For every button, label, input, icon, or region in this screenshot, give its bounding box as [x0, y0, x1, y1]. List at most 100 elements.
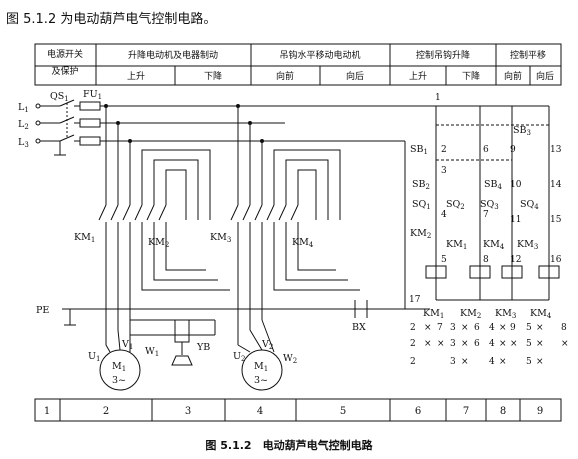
- label-pe: PE: [36, 305, 49, 316]
- node-17: 17: [409, 295, 421, 305]
- header-trolley-fwd: 向前: [276, 70, 294, 82]
- label-fu1: FU1: [83, 89, 102, 101]
- label-v1: V1: [121, 339, 133, 351]
- svg-text:3: 3: [450, 357, 456, 367]
- svg-text:×: ×: [561, 339, 569, 349]
- node-16: 16: [550, 255, 562, 265]
- header-trolley: 吊钩水平移动电动机: [279, 49, 360, 61]
- node-11: 11: [510, 215, 521, 225]
- label-ckm4: KM4: [483, 239, 505, 251]
- label-l2: L2: [18, 119, 29, 131]
- node-12: 12: [510, 255, 521, 265]
- header-power-1: 电源开关: [47, 48, 83, 60]
- svg-text:2: 2: [410, 323, 416, 333]
- label-km2: KM2: [148, 237, 169, 249]
- header-ctrl-fwd: 向前: [504, 70, 522, 82]
- footer-3: 3: [185, 406, 191, 417]
- label-sq4: SQ4: [520, 199, 539, 211]
- svg-text:×: ×: [499, 339, 507, 349]
- svg-text:×: ×: [499, 323, 507, 333]
- svg-text:×: ×: [424, 323, 432, 333]
- contact-table: 2×7 3×6 4×9 5×8 2×× 3×6 4×× 5×× 2 3× 4× …: [410, 323, 569, 367]
- label-l3: L3: [18, 137, 29, 149]
- label-w2: W2: [283, 353, 297, 365]
- node-15: 15: [550, 215, 562, 225]
- svg-text:×: ×: [461, 339, 469, 349]
- label-km3: KM3: [210, 232, 231, 244]
- label-l1: L1: [18, 102, 29, 114]
- node-6: 6: [483, 145, 489, 155]
- coil-label-1: KM1: [423, 308, 444, 320]
- label-ckm2: KM2: [410, 228, 431, 240]
- footer-8: 8: [500, 406, 506, 417]
- motor1-label: M1: [112, 361, 126, 373]
- header-hoist-down: 下降: [204, 70, 222, 82]
- label-km4: KM4: [292, 237, 314, 249]
- node-5: 5: [441, 255, 447, 265]
- svg-text:4: 4: [489, 357, 495, 367]
- header-ctrl-hoist: 控制吊钩升降: [416, 49, 470, 61]
- footer-7: 7: [463, 406, 469, 417]
- svg-text:4: 4: [489, 323, 495, 333]
- header-ctrl-move: 控制平移: [510, 49, 546, 61]
- intro-text: 图 5.1.2 为电动葫芦电气控制电路。: [6, 12, 217, 27]
- svg-text:6: 6: [474, 339, 480, 349]
- svg-text:2: 2: [410, 339, 416, 349]
- label-sq3: SQ3: [480, 199, 499, 211]
- coil-label-2: KM2: [460, 308, 481, 320]
- header-ctrl-up: 上升: [409, 71, 427, 82]
- header-trolley-back: 向后: [346, 70, 364, 82]
- contact-row-2: 2×× 3×6 4×× 5××: [410, 339, 569, 349]
- svg-text:5: 5: [526, 323, 532, 333]
- label-qs1: QS1: [50, 91, 69, 103]
- svg-text:5: 5: [526, 339, 532, 349]
- svg-text:2: 2: [410, 357, 416, 367]
- node-9: 9: [510, 145, 516, 155]
- label-km1: KM1: [74, 232, 95, 244]
- node-13: 13: [550, 145, 562, 155]
- svg-text:×: ×: [461, 357, 469, 367]
- label-sb1: SB1: [410, 144, 428, 156]
- node-7: 7: [483, 210, 489, 220]
- label-sb2: SB2: [412, 179, 430, 191]
- node-10: 10: [510, 180, 522, 190]
- label-sq1: SQ1: [412, 199, 431, 211]
- footer-1: 1: [44, 406, 50, 417]
- svg-text:×: ×: [461, 323, 469, 333]
- footer-5: 5: [340, 406, 346, 417]
- header-hoist: 升降电动机及电器制动: [128, 49, 218, 61]
- label-sb4: SB4: [484, 179, 503, 191]
- label-bx: BX: [352, 322, 366, 333]
- label-yb: YB: [196, 342, 210, 353]
- coil-label-3: KM3: [495, 308, 516, 320]
- figure-caption: 图 5.1.2 电动葫芦电气控制电路: [205, 439, 373, 452]
- contact-row-3: 2 3× 4× 5×: [410, 357, 544, 367]
- svg-text:×: ×: [424, 339, 432, 349]
- header-power-2: 及保护: [51, 65, 78, 77]
- motor2-label: M1: [254, 361, 268, 373]
- contact-row-1: 2×7 3×6 4×9 5×8: [410, 323, 567, 333]
- svg-text:×: ×: [437, 339, 445, 349]
- svg-text:×: ×: [499, 357, 507, 367]
- label-sq2: SQ2: [446, 199, 465, 211]
- footer-2: 2: [103, 406, 109, 417]
- svg-text:6: 6: [474, 323, 480, 333]
- motor2-phase: 3~: [254, 375, 268, 386]
- node-1: 1: [435, 93, 441, 103]
- footer-6: 6: [415, 406, 421, 417]
- svg-text:3: 3: [450, 323, 456, 333]
- label-w1: W1: [145, 346, 159, 358]
- header-hoist-up: 上升: [127, 71, 145, 82]
- svg-text:×: ×: [536, 339, 544, 349]
- svg-text:×: ×: [510, 339, 518, 349]
- svg-text:4: 4: [489, 339, 495, 349]
- node-8: 8: [483, 255, 489, 265]
- svg-text:9: 9: [510, 323, 516, 333]
- coil-label-4: KM4: [530, 308, 552, 320]
- header-ctrl-down: 下降: [462, 70, 480, 82]
- node-14: 14: [550, 180, 562, 190]
- label-sb3: SB3: [513, 125, 531, 137]
- svg-text:×: ×: [536, 323, 544, 333]
- svg-text:8: 8: [561, 323, 567, 333]
